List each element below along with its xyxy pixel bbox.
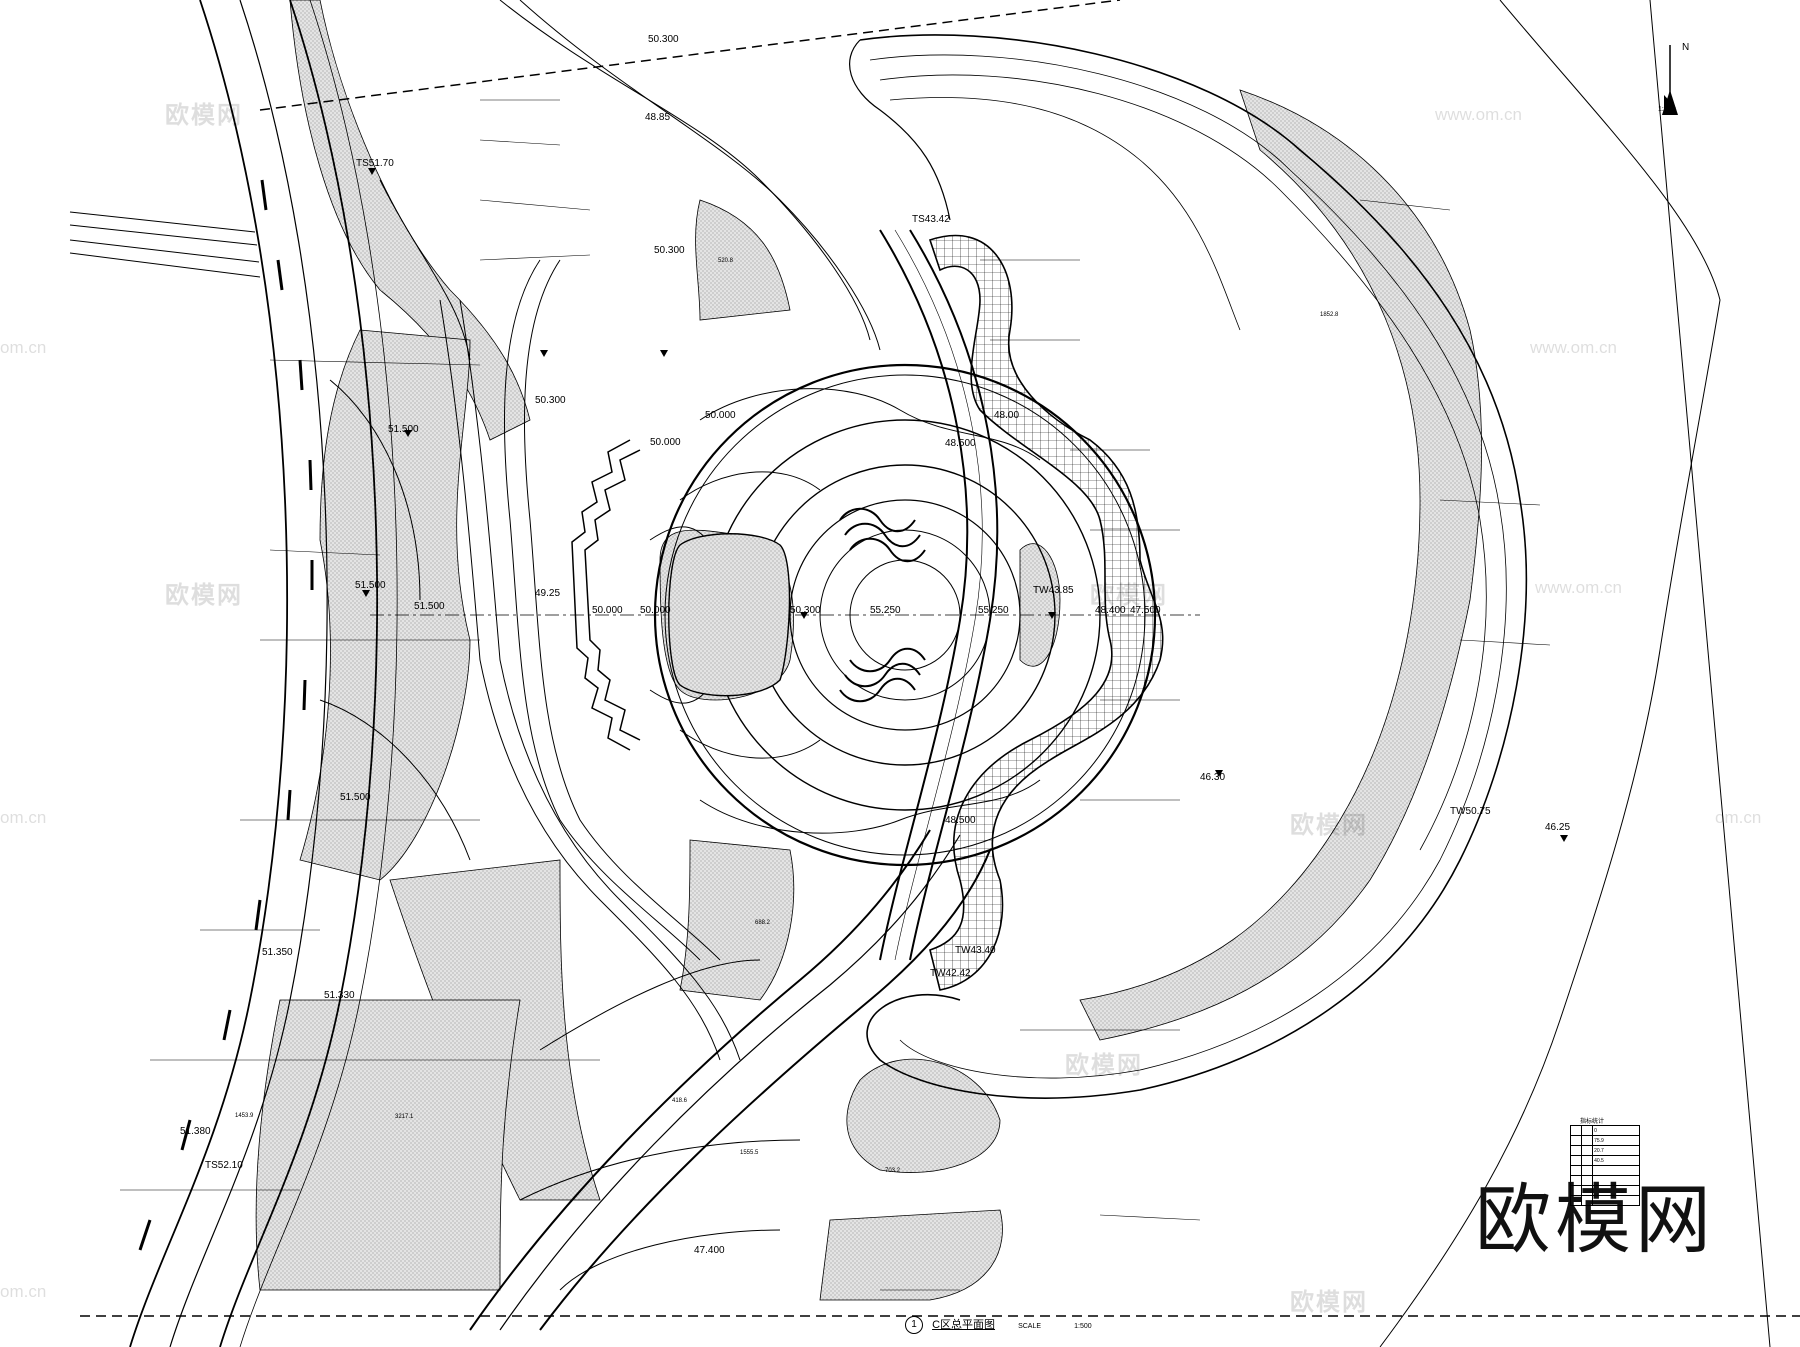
elevation-label: 50.000	[650, 437, 681, 448]
table-row: 75.9	[1569, 1135, 1640, 1146]
drawing-title: 1 C区总平面图 SCALE 1:500	[905, 1316, 1092, 1335]
elevation-label: 55.250	[978, 605, 1009, 616]
table-row	[1569, 1165, 1640, 1176]
watermark-url: om.cn	[0, 1282, 47, 1301]
site-edge	[1379, 0, 1771, 1347]
watermark-url: om.cn	[0, 808, 47, 827]
side-road	[69, 211, 261, 278]
elevation-label: 51.500	[340, 792, 371, 803]
compass-icon	[1662, 45, 1678, 115]
leader-lines	[120, 99, 1551, 1291]
elevation-label: 50.300	[535, 395, 566, 406]
lane-marks	[138, 179, 314, 1251]
elevation-label: 48.500	[945, 815, 976, 826]
north-arrow: N 1:500	[1640, 40, 1700, 120]
area-label: 1555.5	[740, 1150, 759, 1156]
watermark-url: om.cn	[0, 338, 47, 357]
scale-value: 1:500	[1074, 1323, 1092, 1330]
elevation-label: 51.350	[262, 947, 293, 958]
lake-shore	[849, 34, 1528, 1099]
watermark: 欧模网	[165, 101, 243, 129]
property-line	[80, 0, 1800, 1317]
area-label: 703.2	[885, 1168, 901, 1174]
elevation-label: 51.500	[355, 580, 386, 591]
elevation-label: 50.300	[790, 605, 821, 616]
table-row: 20.7	[1569, 1145, 1640, 1156]
elevation-label: 48.00	[994, 410, 1020, 421]
table-row: 40.5	[1569, 1155, 1640, 1166]
elevation-label: TS52.10	[205, 1160, 243, 1171]
area-label: 1453.9	[235, 1113, 254, 1119]
elevation-label: 48.85	[645, 112, 671, 123]
elevation-label: 47.500	[1130, 605, 1161, 616]
serpentine-seating	[839, 507, 926, 703]
legend-title: 指标统计	[1580, 1119, 1605, 1125]
sheet-number: 1	[905, 1316, 923, 1335]
elevation-label: TW43.85	[1033, 585, 1074, 596]
elevation-label: 50.000	[592, 605, 623, 616]
watermark: 欧模网	[1290, 811, 1368, 839]
table-cell	[1592, 1185, 1640, 1196]
table-cell	[1592, 1195, 1640, 1206]
garden-paths	[319, 0, 881, 1291]
table-cell	[1592, 1175, 1640, 1186]
elevation-label: 51.500	[388, 424, 419, 435]
elevation-label: 50.000	[640, 605, 671, 616]
table-cell: 75.9	[1592, 1135, 1640, 1146]
watermark: 欧模网	[1290, 1288, 1368, 1316]
table-cell: 40.5	[1592, 1155, 1640, 1166]
area-label: 1852.8	[1320, 312, 1339, 318]
elevation-label: 46.30	[1200, 772, 1226, 783]
stage	[668, 533, 791, 697]
title-text: C区总平面图	[932, 1319, 996, 1331]
elevation-label: TW43.40	[955, 945, 996, 956]
elevation-label: TS43.42	[912, 214, 950, 225]
elevation-label: 48.500	[945, 438, 976, 449]
table-cell	[1592, 1165, 1640, 1176]
scale-label: SCALE	[1018, 1323, 1042, 1330]
elevation-label: 55.250	[870, 605, 901, 616]
table-row: 0	[1569, 1125, 1640, 1136]
elevation-label: 50.300	[654, 245, 685, 256]
elevation-label: TW50.75	[1450, 806, 1491, 817]
elevation-label: 49.25	[535, 588, 561, 599]
watermark: 欧模网	[1065, 1051, 1143, 1079]
elevation-label: 51.380	[180, 1126, 211, 1137]
table-cell: 0	[1592, 1125, 1640, 1136]
terrace	[928, 234, 1164, 991]
elevation-label: 47.400	[694, 1245, 725, 1256]
table-row	[1569, 1175, 1640, 1186]
table-row	[1569, 1195, 1640, 1206]
area-label: 688.2	[755, 920, 771, 926]
elevation-label: 48.400	[1095, 605, 1126, 616]
elevation-markers	[362, 168, 1568, 842]
boulevard	[129, 0, 398, 1347]
promenade-arc	[469, 829, 991, 1331]
area-label: 520.8	[718, 258, 734, 264]
elevation-label: 46.25	[1545, 822, 1571, 833]
watermark: 欧模网	[1090, 581, 1168, 609]
table-cell: 20.7	[1592, 1145, 1640, 1156]
bridge	[879, 229, 999, 961]
watermark: 欧模网	[165, 581, 243, 609]
elevation-label: TW42.42	[930, 968, 971, 979]
watermark-url: www.om.cn	[1530, 338, 1617, 357]
stepped-edge	[571, 439, 641, 751]
elevation-label: 51.330	[324, 990, 355, 1001]
elevation-label: 51.500	[414, 601, 445, 612]
scale-note: 1:500	[1658, 106, 1676, 113]
elevation-label: 50.000	[705, 410, 736, 421]
elevation-label: TS51.70	[356, 158, 394, 169]
area-label: 418.6	[672, 1098, 688, 1104]
legend-table: 0 75.9 20.7 40.5	[1569, 1125, 1640, 1206]
watermark-url: www.om.cn	[1535, 578, 1622, 597]
north-label: N	[1682, 42, 1690, 53]
table-row	[1569, 1185, 1640, 1196]
watermark-url: www.om.cn	[1435, 105, 1522, 124]
watermark-url: om.cn	[1715, 808, 1762, 827]
elevation-label: 50.300	[648, 34, 679, 45]
area-label: 3217.1	[395, 1114, 414, 1120]
planting-zones	[255, 0, 1482, 1301]
